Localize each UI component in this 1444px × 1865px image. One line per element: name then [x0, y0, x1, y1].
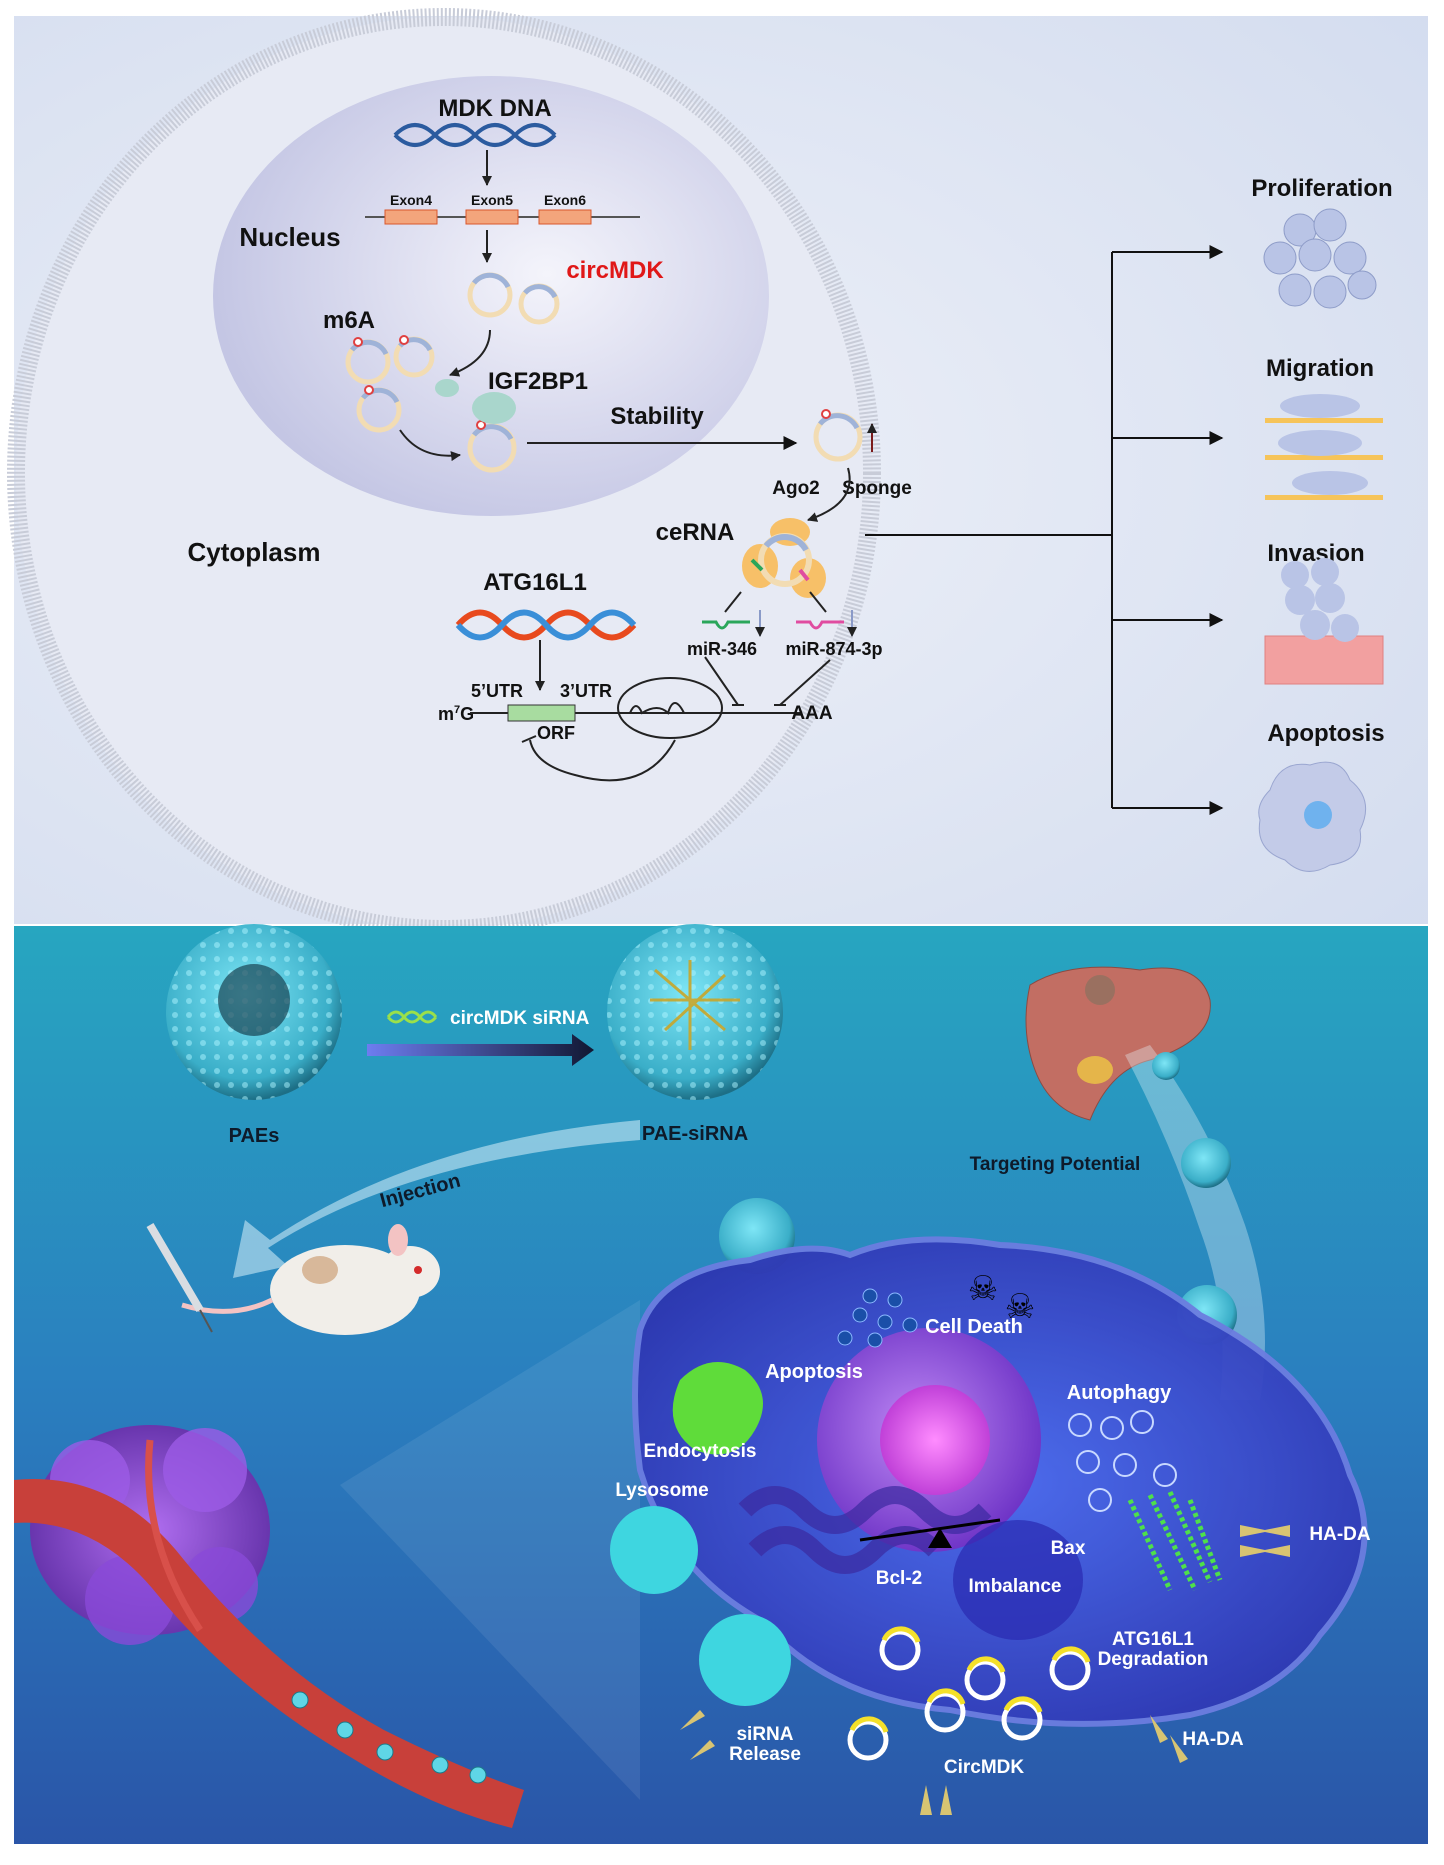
therapy-panel: PAEs circMDK siRNA PAE-siRNA Injection: [14, 924, 1428, 1844]
utr3-binding-site: [617, 677, 723, 739]
igf2bp1-label: IGF2BP1: [488, 368, 588, 395]
circmdk-label: CircMDK: [944, 1757, 1025, 1778]
orf-box: [507, 704, 576, 722]
proliferation-cells-icon: [1263, 208, 1377, 309]
cap-label: m7G: [438, 704, 474, 724]
endoplasmic-reticulum: [738, 1486, 992, 1574]
balance-beam: [859, 1518, 1001, 1542]
vessel-nanoparticles: [291, 1691, 487, 1784]
paes-label: PAEs: [229, 1125, 280, 1147]
nucleus: [213, 76, 769, 516]
hada-label-2: HA-DA: [1182, 1729, 1243, 1750]
circmdk-rings: [847, 1626, 1091, 1761]
mir874-icon: [796, 620, 844, 630]
ha-da-ligands: [680, 1525, 1290, 1815]
autophagosomes: [1068, 1410, 1177, 1512]
mir346-icon: [702, 620, 750, 630]
atg-degradation-label-2: Degradation: [1098, 1649, 1209, 1670]
utr5-label: 5’UTR: [471, 681, 523, 701]
cell-death-label: Cell Death: [925, 1316, 1023, 1338]
balance-fulcrum: [928, 1528, 952, 1548]
svg-text:Exon4: Exon4: [390, 192, 432, 208]
cytoplasm-label: Cytoplasm: [188, 537, 321, 567]
dna-helix-icon: [393, 123, 557, 147]
pae-sirna-label: PAE-siRNA: [642, 1123, 748, 1145]
outcome-migration: Migration: [1266, 355, 1374, 382]
sirna-release-label-2: Release: [729, 1744, 801, 1765]
lysosome: [610, 1506, 698, 1594]
atg16l1-protein: [1127, 1490, 1223, 1592]
circrna-icons: [345, 272, 863, 473]
cerna-complex: [742, 518, 826, 598]
igf2bp1-protein: [472, 392, 516, 424]
polya-label: AAA: [791, 703, 832, 724]
atg16l1-dna-helix-icon: [455, 609, 637, 641]
blood-vessel: [14, 1479, 524, 1828]
svg-text:Exon6: Exon6: [544, 192, 586, 208]
atg-degradation-label-1: ATG16L1: [1112, 1629, 1194, 1650]
bax-label: Bax: [1051, 1538, 1086, 1559]
invasion-cells-icon: [1264, 558, 1384, 685]
liver-icon: [1025, 966, 1211, 1121]
releasing-lysosome: [699, 1614, 791, 1706]
outcome-bracket: [1111, 245, 1224, 815]
utr3-label: 3’UTR: [560, 681, 612, 701]
autophagy-label: Autophagy: [1067, 1382, 1172, 1404]
sirna-icon: [386, 1010, 438, 1024]
sponge-label: Sponge: [842, 478, 912, 499]
m6a-label: m6A: [323, 307, 375, 334]
lysosome-label: Lysosome: [615, 1480, 708, 1501]
orf-label: ORF: [537, 723, 575, 743]
svg-text:Exon5: Exon5: [471, 192, 513, 208]
hada-label-1: HA-DA: [1309, 1524, 1370, 1545]
bcl2-label: Bcl-2: [876, 1568, 922, 1589]
imbalance-label: Imbalance: [969, 1576, 1062, 1597]
endocytosis-label: Endocytosis: [644, 1441, 757, 1462]
stability-label: Stability: [610, 403, 704, 430]
migration-cells-icon: [1265, 394, 1383, 500]
nucleus-label: Nucleus: [239, 222, 340, 252]
circmdk-label: circMDK: [566, 257, 664, 284]
mouse-icon: [181, 1224, 440, 1335]
apoptosis-label: Apoptosis: [765, 1361, 863, 1383]
exons: Exon4 Exon5 Exon6: [384, 192, 592, 225]
igf2bp1-protein: [435, 379, 459, 397]
outcome-proliferation: Proliferation: [1251, 175, 1392, 202]
endocytosis-vesicle: [672, 1362, 763, 1455]
m6a-marks: [353, 335, 831, 430]
sirna-release-label-1: siRNA: [736, 1724, 793, 1745]
skull-icon: ☠: [1005, 1288, 1035, 1326]
zoom-cone: [340, 1300, 640, 1800]
targeting-label: Targeting Potential: [970, 1154, 1141, 1175]
atg16l1-label: ATG16L1: [483, 569, 587, 596]
ago2-label: Ago2: [772, 478, 820, 499]
apoptotic-bodies: [837, 1288, 918, 1348]
skull-icon: ☠: [968, 1270, 998, 1308]
mechanism-panel: MDK DNA Exon4 Exon5 Exon6 Nucleus circMD…: [7, 8, 1428, 938]
mir874-label: miR-874-3p: [785, 639, 882, 659]
sirna-label: circMDK siRNA: [450, 1008, 590, 1029]
mir346-label: miR-346: [687, 639, 757, 659]
outcome-apoptosis: Apoptosis: [1267, 720, 1384, 747]
mdk-dna-label: MDK DNA: [438, 95, 551, 122]
circulating-nanoparticles: [719, 1052, 1237, 1345]
syringe-icon: [146, 1222, 213, 1333]
injection-arrow: [233, 1120, 640, 1278]
cerna-label: ceRNA: [656, 519, 735, 546]
golgi: [953, 1520, 1083, 1640]
loading-arrow: [367, 1034, 594, 1066]
